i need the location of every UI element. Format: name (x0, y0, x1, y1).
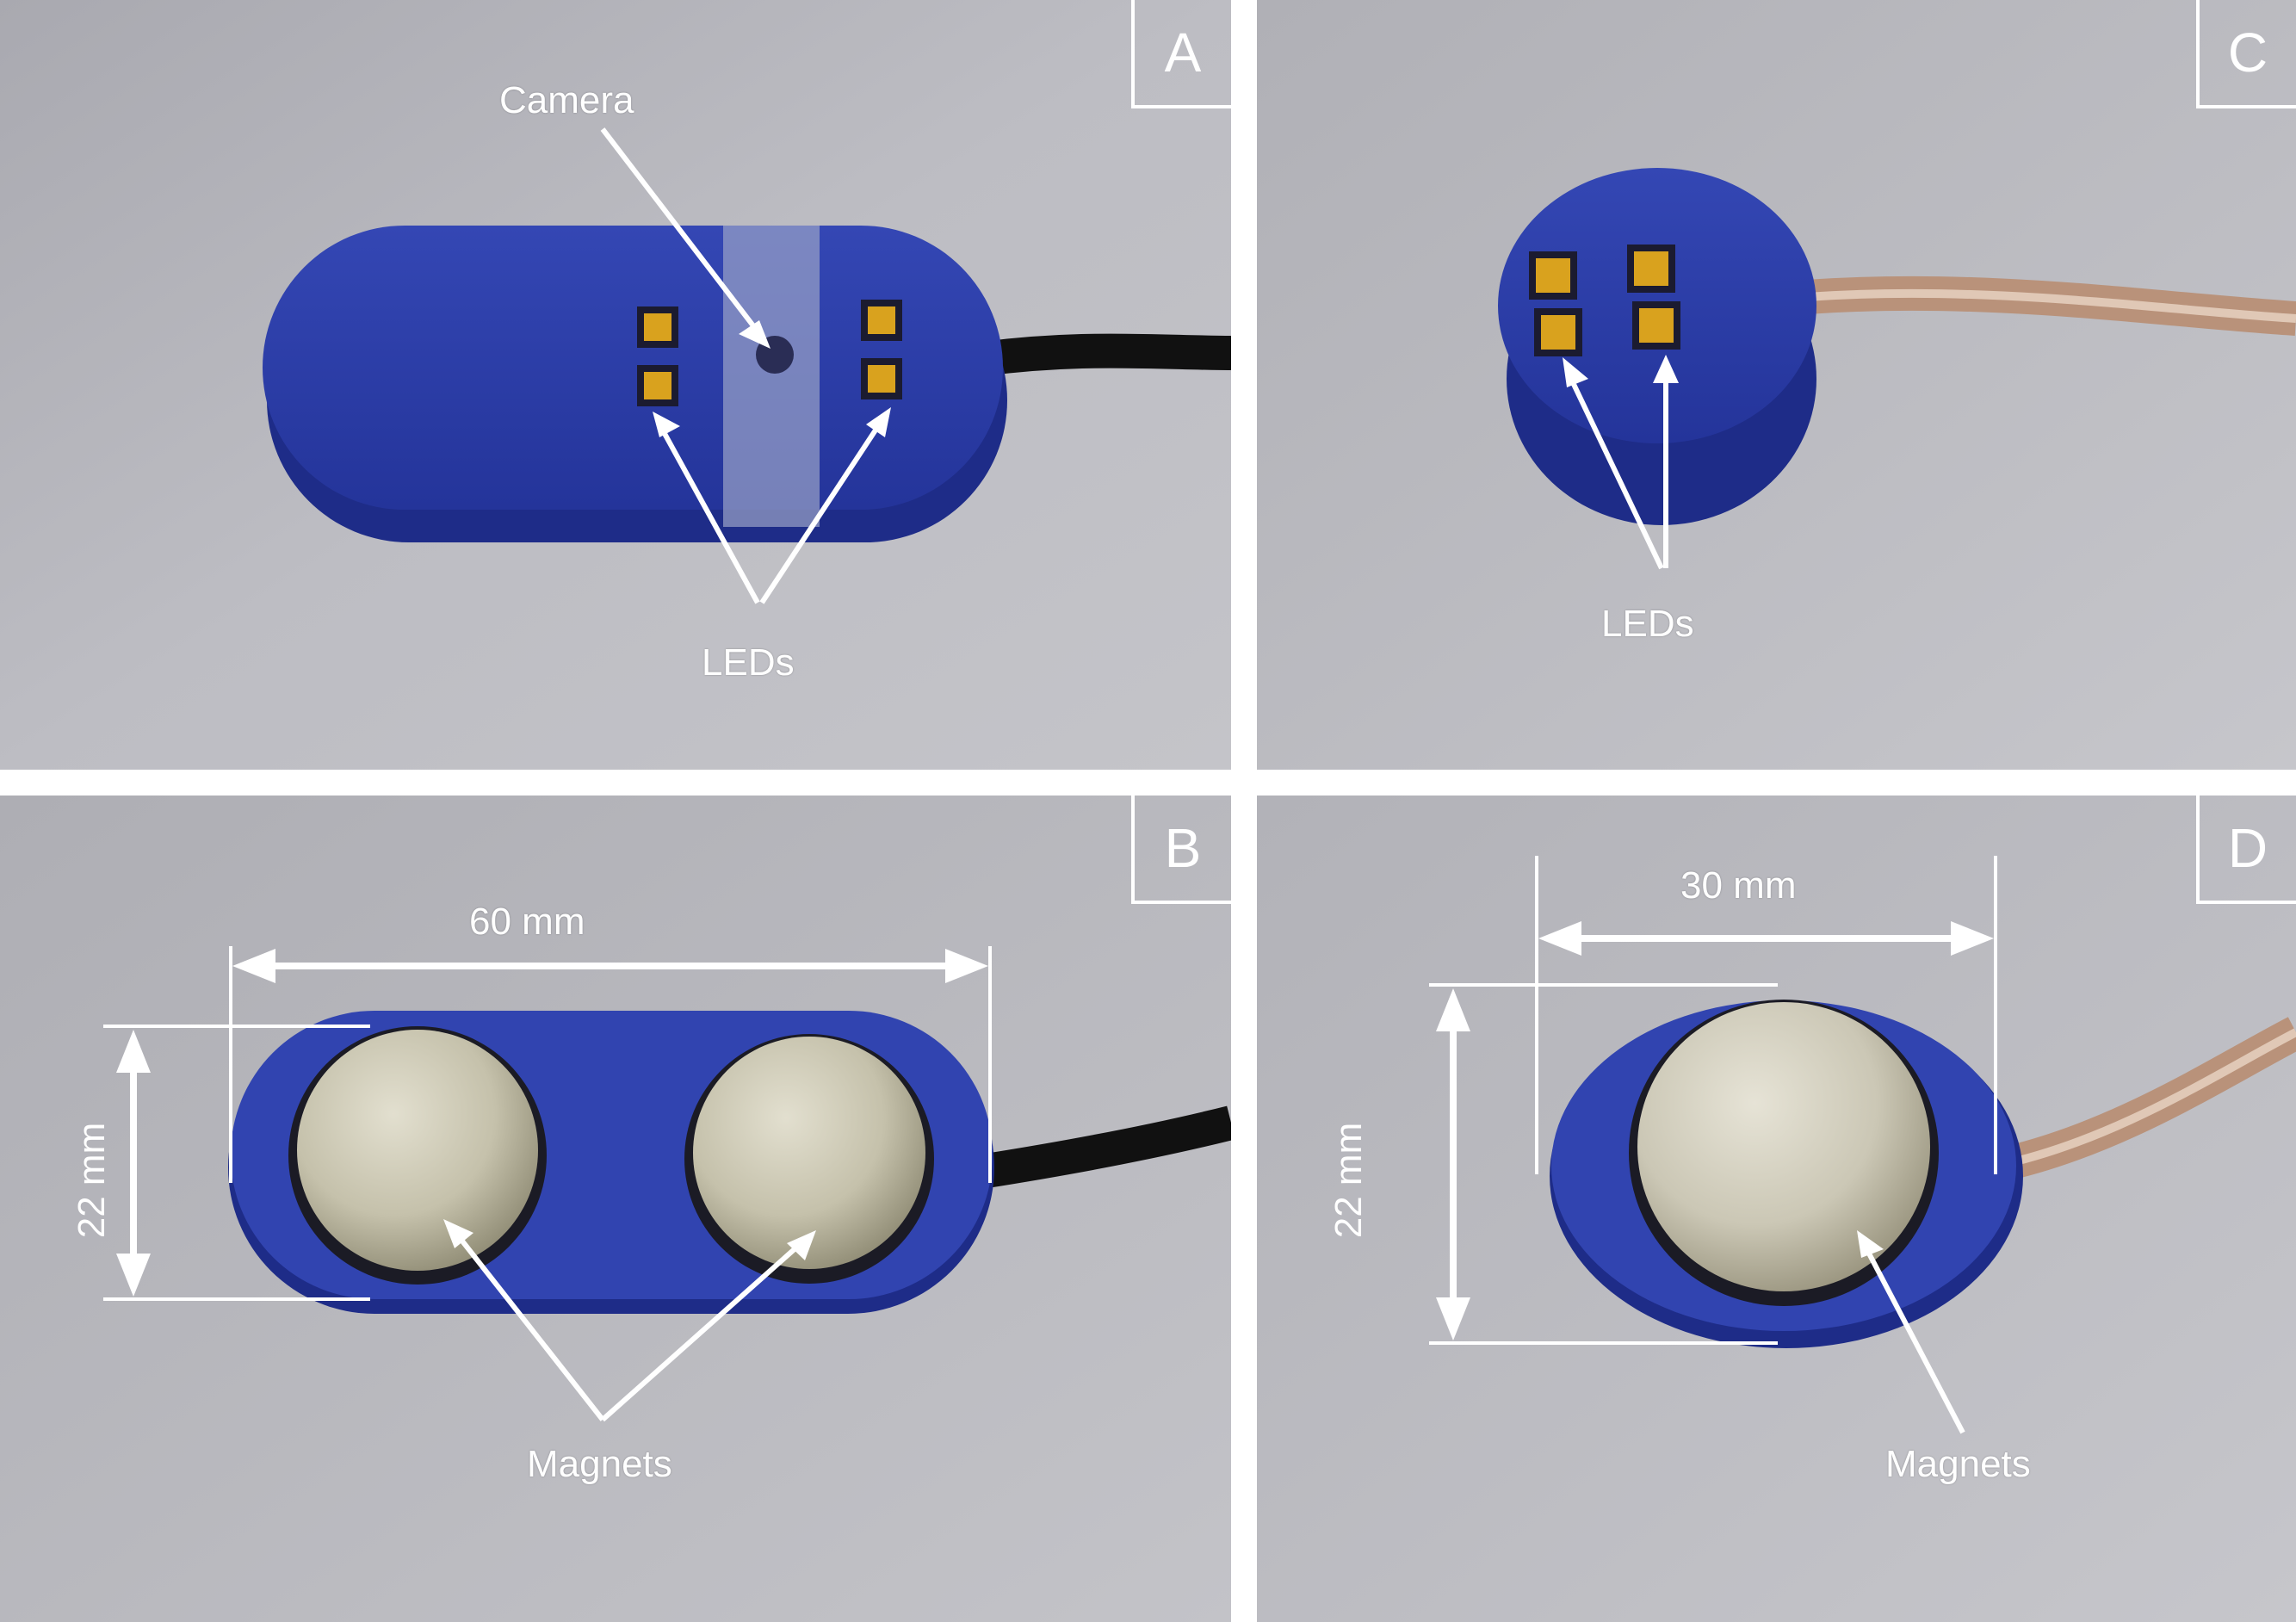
panel-d: D 30 mm 22 mm Magnets (1257, 796, 2296, 1622)
camera-window (723, 226, 820, 527)
photo-b (0, 796, 1231, 1622)
panel-tag-c: C (2196, 0, 2296, 108)
led-group-a (637, 300, 902, 406)
photo-a (0, 0, 1231, 770)
magnets-label-b: Magnets (527, 1443, 672, 1485)
dimension-arrows-b (116, 949, 988, 1297)
panel-tag-d: D (2196, 796, 2296, 904)
panel-tag-b: B (1131, 796, 1231, 904)
panel-a: A Camera LEDs (0, 0, 1231, 770)
magnet-right (693, 1037, 925, 1269)
magnet-d (1637, 1002, 1930, 1291)
height-label-b: 22 mm (71, 1122, 114, 1239)
cable-c (1806, 275, 2296, 336)
magnets-label-d: Magnets (1885, 1443, 2031, 1485)
dimension-arrows-d (1436, 921, 1994, 1340)
panel-b: B 60 mm 22 mm Magnets (0, 796, 1231, 1622)
camera-label: Camera (499, 79, 634, 121)
arrows-a (600, 127, 891, 604)
dimension-lines-b (103, 946, 992, 1301)
led-group-c (1529, 245, 1680, 356)
arrows-d (1857, 1230, 1965, 1434)
leds-label-c: LEDs (1601, 603, 1694, 645)
leds-label-a: LEDs (702, 641, 795, 684)
cable-d (1993, 1017, 2296, 1183)
cable-b (961, 1105, 1231, 1192)
magnet-left (297, 1030, 538, 1271)
height-label-d: 22 mm (1327, 1122, 1371, 1239)
arrows-b (443, 1219, 816, 1422)
dimension-lines-d (1429, 856, 1997, 1345)
photo-c (1257, 0, 2296, 770)
panel-c: C LEDs (1257, 0, 2296, 770)
photo-d (1257, 796, 2296, 1622)
width-label-b: 60 mm (469, 901, 585, 943)
arrows-c (1563, 355, 1679, 570)
cable (961, 333, 1231, 379)
width-label-d: 30 mm (1680, 864, 1797, 907)
panel-tag-a: A (1131, 0, 1231, 108)
